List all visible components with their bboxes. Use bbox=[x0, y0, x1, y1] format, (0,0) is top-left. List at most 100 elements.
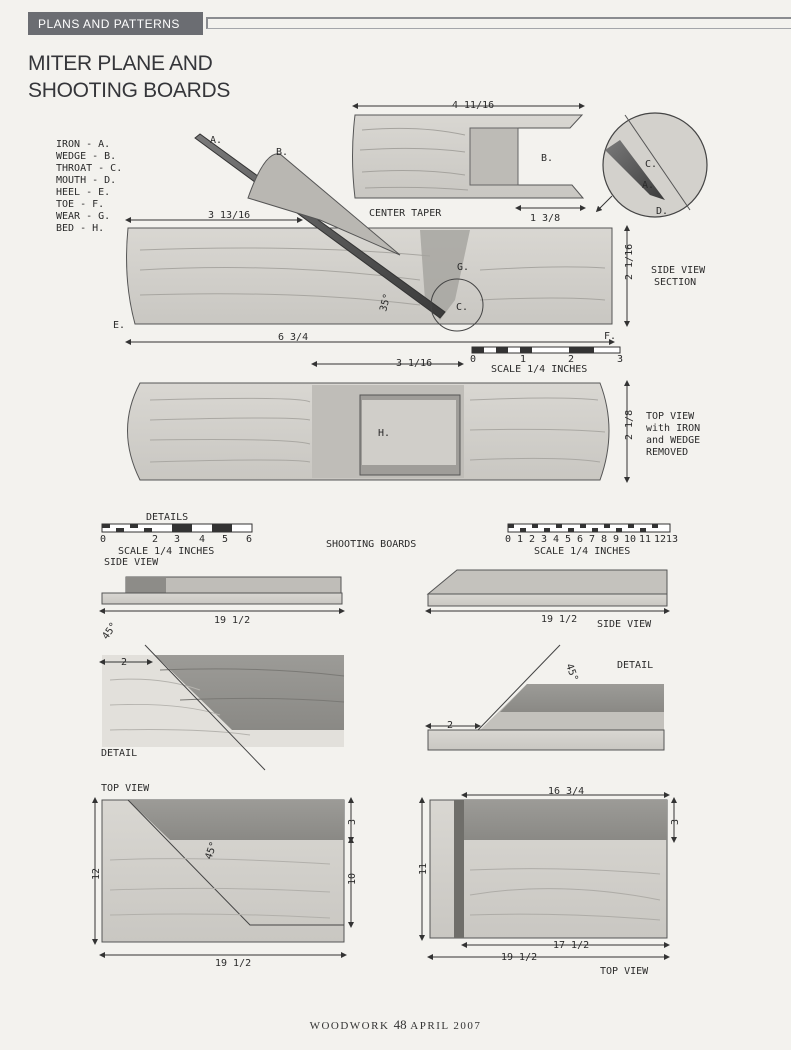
legend-item: IRON - A. bbox=[56, 139, 110, 150]
details-side-view: SIDE VIEW bbox=[104, 557, 159, 568]
left-inner-width: 10 bbox=[347, 873, 358, 885]
shooting-tick: 9 bbox=[613, 534, 619, 545]
mouth-offset-dim: 3 1/16 bbox=[396, 358, 432, 369]
shooting-scale-bar: 0 1 2 3 4 5 6 7 8 9 10 11 12 13 SCALE 1/… bbox=[505, 523, 678, 557]
shooting-tick: 2 bbox=[529, 534, 535, 545]
part-label-g: G. bbox=[457, 262, 469, 273]
part-label-b-side: B. bbox=[276, 147, 288, 158]
footer-magazine: WOODWORK bbox=[309, 1020, 390, 1032]
right-side-length: 19 1/2 bbox=[541, 614, 577, 625]
plane-side-view: A. B. C. G. E. F. 3 13/16 35° 6 3/4 2 1/… bbox=[113, 133, 706, 345]
left-board-side-view: 19 1/2 bbox=[99, 576, 345, 626]
top-view-label-2: with IRON bbox=[646, 423, 700, 434]
section-tab: PLANS AND PATTERNS bbox=[28, 12, 203, 35]
plans-drawing: IRON - A. WEDGE - B. THROAT - C. MOUTH -… bbox=[56, 100, 708, 977]
details-tick: 6 bbox=[246, 534, 252, 545]
left-detail-offset: 2 bbox=[121, 657, 127, 668]
page-title: MITER PLANE AND SHOOTING BOARDS bbox=[28, 50, 328, 104]
right-fence-depth: 3 bbox=[670, 819, 681, 825]
shooting-tick: 7 bbox=[589, 534, 595, 545]
right-detail-view: 2 45° DETAIL bbox=[425, 644, 665, 751]
footer-date: APRIL 2007 bbox=[410, 1020, 482, 1032]
left-side-length: 19 1/2 bbox=[214, 615, 250, 626]
shooting-tick: 11 bbox=[639, 534, 651, 545]
details-label: DETAILS bbox=[146, 512, 188, 523]
right-side-view-label: SIDE VIEW bbox=[597, 619, 652, 630]
right-board-side-view: 19 1/2 SIDE VIEW bbox=[425, 569, 670, 630]
legend-item: TOE - F. bbox=[56, 199, 104, 210]
part-label-c-side: C. bbox=[456, 302, 468, 313]
scale-tick: 2 bbox=[568, 354, 574, 365]
shooting-tick: 6 bbox=[577, 534, 583, 545]
title-line-1: MITER PLANE AND bbox=[28, 52, 213, 75]
details-tick: 0 bbox=[100, 534, 106, 545]
left-top-view-label: TOP VIEW bbox=[101, 783, 150, 794]
right-board-top-view: 16 3/4 3 11 17 1/2 19 1/2 TOP VIEW bbox=[418, 786, 681, 977]
header-rule bbox=[206, 17, 791, 29]
legend-item: WEDGE - B. bbox=[56, 151, 116, 162]
left-top-width: 12 bbox=[91, 868, 102, 880]
left-detail-view: 2 45° DETAIL bbox=[99, 621, 345, 771]
shooting-scale-ticks: 0 1 2 3 4 5 6 7 8 9 10 11 12 13 bbox=[505, 534, 678, 545]
part-label-e: E. bbox=[113, 320, 125, 331]
right-detail-offset: 2 bbox=[447, 720, 453, 731]
legend-item: BED - H. bbox=[56, 223, 104, 234]
scale-tick: 3 bbox=[617, 354, 623, 365]
footer-page-number: 48 bbox=[393, 1017, 407, 1032]
wedge-width-dim: 4 11/16 bbox=[452, 100, 494, 111]
detail-label-d: D. bbox=[656, 206, 668, 217]
parts-legend: IRON - A. WEDGE - B. THROAT - C. MOUTH -… bbox=[56, 139, 122, 234]
details-tick: 2 bbox=[152, 534, 158, 545]
plane-width-dim: 2 1/8 bbox=[624, 410, 635, 440]
plane-angle-dim: 35° bbox=[378, 292, 393, 312]
part-label-b: B. bbox=[541, 153, 553, 164]
left-board-top-view: TOP VIEW 12 3 10 45° 19 1/2 bbox=[91, 783, 358, 969]
section-label: PLANS AND PATTERNS bbox=[38, 16, 180, 31]
left-detail-label: DETAIL bbox=[101, 748, 137, 759]
side-view-label: SIDE VIEW bbox=[651, 265, 706, 276]
side-view-label-2: SECTION bbox=[654, 277, 696, 288]
legend-item: THROAT - C. bbox=[56, 163, 122, 174]
right-detail-angle: 45° bbox=[563, 662, 580, 683]
legend-item: HEEL - E. bbox=[56, 187, 110, 198]
shooting-tick: 1 bbox=[517, 534, 523, 545]
shooting-tick: 8 bbox=[601, 534, 607, 545]
part-label-a: A. bbox=[210, 135, 222, 146]
left-top-length: 19 1/2 bbox=[215, 958, 251, 969]
top-view-label-4: REMOVED bbox=[646, 447, 688, 458]
shooting-tick: 10 bbox=[624, 534, 636, 545]
right-inner-length: 17 1/2 bbox=[553, 940, 589, 951]
plane-scale-bar: 0 1 2 3 SCALE 1/4 INCHES bbox=[470, 346, 623, 375]
right-detail-label: DETAIL bbox=[617, 660, 653, 671]
legend-item: WEAR - G. bbox=[56, 211, 110, 222]
wedge-view: 4 11/16 B. 1 3/8 CENTER TAPER bbox=[352, 100, 586, 224]
right-top-width: 11 bbox=[418, 863, 429, 875]
title-line-2: SHOOTING BOARDS bbox=[28, 79, 231, 102]
detail-label-a: A. bbox=[642, 180, 654, 191]
shooting-tick: 3 bbox=[541, 534, 547, 545]
plane-length-dim: 6 3/4 bbox=[278, 332, 308, 343]
shooting-tick: 13 bbox=[666, 534, 678, 545]
left-detail-angle: 45° bbox=[100, 621, 119, 642]
shooting-tick: 12 bbox=[654, 534, 666, 545]
right-fence-length: 16 3/4 bbox=[548, 786, 584, 797]
scale-tick: 1 bbox=[520, 354, 526, 365]
legend-item: MOUTH - D. bbox=[56, 175, 116, 186]
details-tick: 3 bbox=[174, 534, 180, 545]
mouth-detail-circle: C. A. D. bbox=[595, 112, 708, 218]
shooting-tick: 4 bbox=[553, 534, 559, 545]
right-top-length: 19 1/2 bbox=[501, 952, 537, 963]
part-label-f: F. bbox=[604, 331, 616, 342]
shooting-tick: 0 bbox=[505, 534, 511, 545]
scale-tick: 0 bbox=[470, 354, 476, 365]
wedge-throat-dim: 1 3/8 bbox=[530, 213, 560, 224]
plane-height-dim: 2 1/16 bbox=[624, 244, 635, 280]
shooting-tick: 5 bbox=[565, 534, 571, 545]
details-tick: 5 bbox=[222, 534, 228, 545]
details-tick: 4 bbox=[199, 534, 205, 545]
top-view-label: TOP VIEW bbox=[646, 411, 695, 422]
details-scale-bar: DETAILS 0 2 3 4 5 6 SCALE 1/4 INCHES SID… bbox=[100, 512, 253, 568]
plane-top-view: H. 2 1/8 TOP VIEW with IRON and WEDGE RE… bbox=[127, 380, 700, 483]
iron-offset-dim: 3 13/16 bbox=[208, 210, 250, 221]
detail-label-c: C. bbox=[645, 159, 657, 170]
